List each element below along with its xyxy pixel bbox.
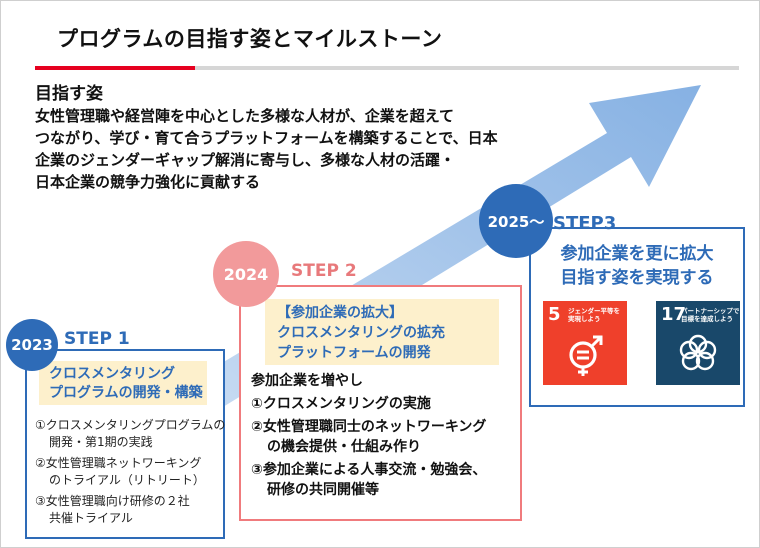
step2-highlight-line: クロスメンタリングの拡充 bbox=[277, 325, 445, 341]
vision-text: 女性管理職や経営陣を中心とした多様な人材が、企業を超えて つながり、学び・育て合… bbox=[35, 105, 555, 193]
step2-year-badge: 2024 bbox=[213, 241, 279, 307]
sdg-goal-text: ジェンダー平等を 実現しよう bbox=[568, 307, 626, 323]
step1-highlight-line: プログラムの開発・構築 bbox=[49, 385, 203, 401]
step2-intro: 参加企業を増やし bbox=[251, 373, 363, 389]
vision-line: 企業のジェンダーギャップ解消に寄与し、多様な人材の活躍・ bbox=[35, 151, 456, 169]
step1-highlight-line: クロスメンタリング bbox=[49, 366, 175, 382]
step2-box: 【参加企業の拡大】 クロスメンタリングの拡充 プラットフォームの開発 参加企業を… bbox=[239, 285, 522, 521]
step2-label: STEP 2 bbox=[291, 261, 357, 281]
vision-line: つながり、学び・育て合うプラットフォームを構築することで、日本 bbox=[35, 129, 498, 147]
step2-item-line: の機会提供・仕組み作り bbox=[267, 439, 421, 455]
vision-line: 日本企業の競争力強化に貢献する bbox=[35, 173, 261, 191]
step1-highlight: クロスメンタリング プログラムの開発・構築 bbox=[39, 361, 207, 405]
step1-item-line: 開発・第1期の実践 bbox=[49, 435, 153, 449]
step2-highlight: 【参加企業の拡大】 クロスメンタリングの拡充 プラットフォームの開発 bbox=[265, 299, 499, 365]
step1-box: クロスメンタリング プログラムの開発・構築 ①クロスメンタリングプログラムの 開… bbox=[25, 349, 225, 539]
vision-line: 女性管理職や経営陣を中心とした多様な人材が、企業を超えて bbox=[35, 107, 454, 125]
step2-item-line: ③参加企業による人事交流・勉強会、 bbox=[251, 462, 487, 478]
step2-item-line: ①クロスメンタリングの実施 bbox=[251, 396, 431, 412]
step2-list: 参加企業を増やし ①クロスメンタリングの実施 ②女性管理職同士のネットワーキング… bbox=[251, 371, 486, 500]
gender-equality-icon bbox=[569, 335, 603, 376]
partnership-flower-icon bbox=[679, 334, 717, 371]
sdg-goal-text-line: 実現しよう bbox=[568, 315, 601, 323]
sdg-goal-5-tile: 5 ジェンダー平等を 実現しよう bbox=[543, 301, 627, 385]
sdg-goal-17-tile: 17 パートナーシップで 目標を達成しよう bbox=[656, 301, 740, 385]
step1-item-line: ②女性管理職ネットワーキング bbox=[35, 456, 202, 470]
sdg-goal-number: 5 bbox=[548, 304, 561, 325]
sdg-goal-text-line: ジェンダー平等を bbox=[568, 307, 620, 315]
step1-item-line: ③女性管理職向け研修の２社 bbox=[35, 494, 190, 508]
step3-heading: 参加企業を更に拡大 目指す姿を実現する bbox=[531, 242, 743, 290]
title-underline-accent bbox=[35, 66, 195, 70]
sdg-goal-text-line: 目標を達成しよう bbox=[681, 315, 733, 323]
step2-highlight-line: プラットフォームの開発 bbox=[277, 345, 431, 361]
sdg-goal-text: パートナーシップで 目標を達成しよう bbox=[681, 307, 739, 323]
sdg-goal-number: 17 bbox=[661, 304, 687, 325]
step3-year-badge: 2025〜 bbox=[479, 184, 553, 258]
step3-heading-line: 参加企業を更に拡大 bbox=[560, 244, 714, 264]
step3-heading-line: 目指す姿を実現する bbox=[560, 268, 714, 288]
vision-heading: 目指す姿 bbox=[35, 84, 103, 104]
step1-list: ①クロスメンタリングプログラムの 開発・第1期の実践 ②女性管理職ネットワーキン… bbox=[35, 417, 225, 527]
step1-item-line: ①クロスメンタリングプログラムの bbox=[35, 418, 226, 432]
step3-label: STEP3 bbox=[553, 213, 617, 234]
sdg-goal-text-line: パートナーシップで bbox=[681, 307, 740, 315]
step2-item-line: ②女性管理職同士のネットワーキング bbox=[251, 419, 487, 435]
step3-box: 参加企業を更に拡大 目指す姿を実現する 5 ジェンダー平等を 実現しよう 17 bbox=[529, 227, 745, 407]
title-underline bbox=[195, 66, 739, 70]
step1-year-badge: 2023 bbox=[6, 319, 58, 371]
step2-highlight-line: 【参加企業の拡大】 bbox=[277, 305, 403, 321]
step2-item-line: 研修の共同開催等 bbox=[267, 482, 379, 498]
page-title: プログラムの目指す姿とマイルストーン bbox=[57, 27, 443, 51]
step1-item-line: 共催トライアル bbox=[49, 511, 133, 525]
step1-label: STEP 1 bbox=[64, 329, 130, 349]
step1-item-line: のトライアル（リトリート） bbox=[49, 473, 205, 487]
